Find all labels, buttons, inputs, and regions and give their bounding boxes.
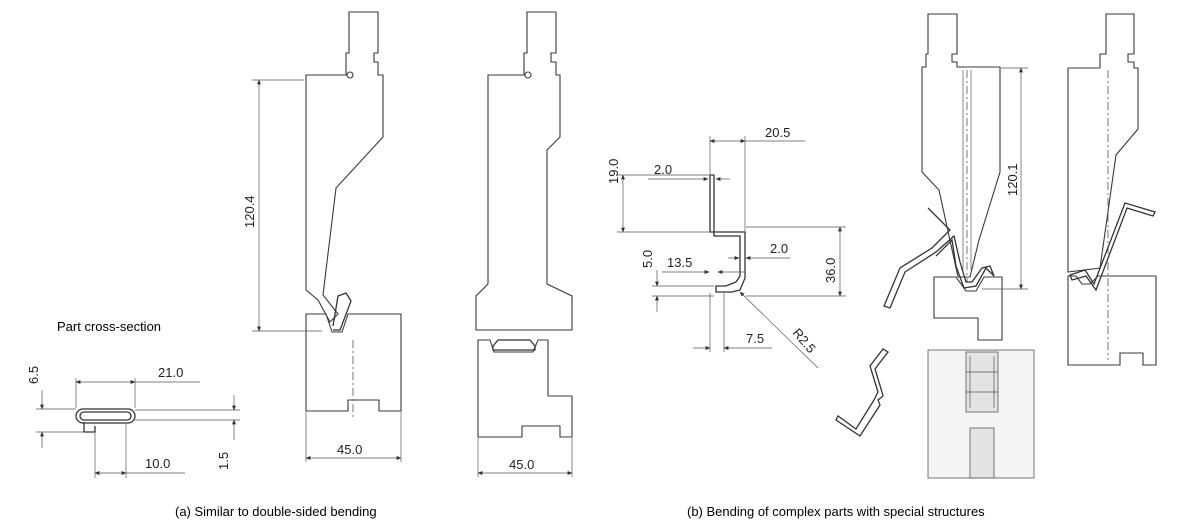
dim-b-thick-mid: 2.0: [770, 241, 788, 256]
dim-punch-b-height: 120.1: [1005, 163, 1020, 196]
cross-section-stem: [83, 422, 96, 433]
part-b-finished: [835, 348, 889, 437]
cross-section-outer-loop: [75, 408, 136, 424]
dim-b-height-5: 5.0: [640, 250, 655, 268]
dim-120-4: 120.4: [242, 79, 322, 332]
die-b-right: [1067, 275, 1157, 366]
dim-die-a-width-1: 45.0: [337, 442, 362, 457]
part-a-right: [492, 339, 536, 351]
punch-b-left: [921, 13, 1001, 282]
dim-b-height-19: 19.0: [606, 159, 621, 184]
cross-section-inner-loop: [79, 411, 132, 421]
dim-b-13-5: 13.5: [667, 255, 692, 270]
dim-cs-stem: 10.0: [145, 456, 170, 471]
dim-b-top-width: 20.5: [765, 125, 790, 140]
dim-b-thick-top: 2.0: [654, 162, 672, 177]
die-a-right: [477, 339, 573, 438]
dim-b-height-36: 36.0: [823, 258, 838, 283]
dim-die-a-width-2: 45.0: [509, 457, 534, 472]
dim-punch-a-height: 120.4: [242, 195, 257, 228]
dim-120-1: 120.1: [982, 67, 1028, 290]
part-profile-b: 20.5 2.0 19.0 36.0 2.0 13.5 5.0 7.5: [606, 125, 846, 369]
caption-b: (b) Bending of complex parts with specia…: [687, 504, 985, 519]
die-b-left: [927, 276, 1035, 479]
punch-a-right: [475, 11, 573, 331]
dim-45-left: 45.0: [305, 412, 402, 462]
dim-cs-thick: 1.5: [216, 452, 231, 470]
dim-b-radius: R2.5: [790, 325, 819, 356]
die-a-left: [305, 313, 402, 420]
part-b-right: [1069, 202, 1156, 292]
dim-b-7-5: 7.5: [746, 331, 764, 346]
part-b-bending: [883, 207, 995, 309]
punch-a-left: [305, 11, 384, 323]
caption-a: (a) Similar to double-sided bending: [175, 504, 377, 519]
dim-cs-height: 6.5: [26, 366, 41, 384]
dim-45-right: 45.0: [477, 438, 573, 477]
ejector-pin-b: [969, 427, 995, 479]
die-insert-b: [965, 351, 999, 413]
punch-b-right: [1067, 13, 1139, 360]
dim-cs-width: 21.0: [158, 365, 183, 380]
part-a-left: [332, 292, 352, 331]
cross-section-title: Part cross-section: [57, 319, 161, 334]
part-cross-section: Part cross-section 21.0 6.5 10.0 1.5: [26, 319, 240, 478]
